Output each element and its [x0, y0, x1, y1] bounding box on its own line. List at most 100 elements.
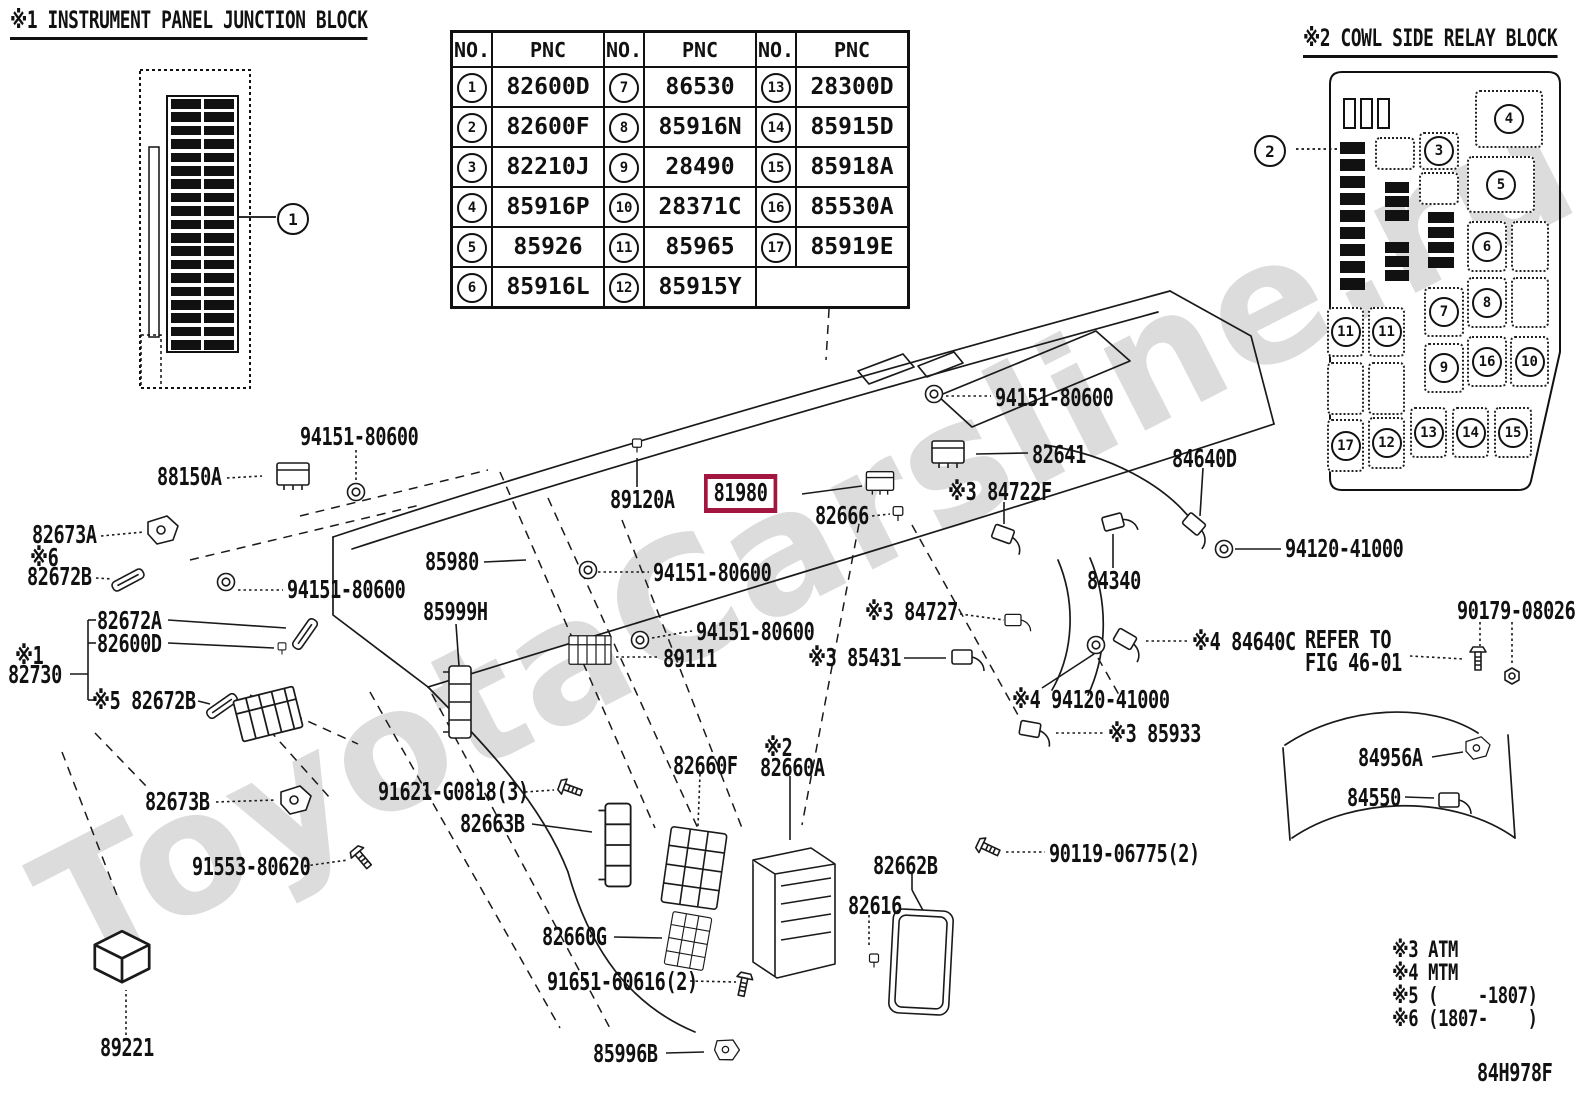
- part-label-85996B[interactable]: 85996B: [593, 1039, 658, 1068]
- part-label-82662B[interactable]: 82662B: [873, 851, 938, 880]
- relay-fuse: [1340, 261, 1365, 273]
- part-label--3-85431[interactable]: ※3 85431: [808, 643, 901, 672]
- row-number-badge: 8: [609, 112, 639, 143]
- part-label--4-84640C[interactable]: ※4 84640C: [1192, 627, 1296, 656]
- pnc-cell-85916N[interactable]: 85916N: [643, 106, 757, 148]
- pnc-no-cell-12: 12: [603, 266, 645, 309]
- part-label-84640D[interactable]: 84640D: [1172, 444, 1237, 473]
- pnc-cell-82600F[interactable]: 82600F: [491, 106, 605, 148]
- part-label-84956A[interactable]: 84956A: [1358, 743, 1423, 772]
- part-label-82660A[interactable]: 82660A: [760, 753, 825, 782]
- row-number-badge: 3: [457, 152, 487, 183]
- part-label-89111[interactable]: 89111: [663, 644, 717, 673]
- pnc-cell-28300D[interactable]: 28300D: [795, 66, 910, 108]
- part-label-90119-06775-2-[interactable]: 90119-06775(2): [1049, 839, 1200, 868]
- part-label-REFER-TO[interactable]: REFER TO: [1305, 625, 1392, 654]
- pnc-cell-28490[interactable]: 28490: [643, 146, 757, 188]
- holder-part-glyph: [442, 665, 472, 739]
- pnc-cell-85915Y[interactable]: 85915Y: [643, 266, 757, 309]
- part-label-91553-80620[interactable]: 91553-80620: [192, 852, 311, 881]
- part-label--1[interactable]: ※1: [15, 641, 44, 670]
- junction-fuse-cell: [171, 340, 201, 350]
- part-label-84340[interactable]: 84340: [1087, 566, 1141, 595]
- part-label-89221[interactable]: 89221: [100, 1033, 154, 1062]
- relay-cell-empty: [1511, 277, 1549, 328]
- relay-cell-number: 3: [1424, 136, 1454, 166]
- pnc-cell-85919E[interactable]: 85919E: [795, 226, 910, 268]
- part-label-82673A[interactable]: 82673A: [32, 520, 97, 549]
- row-number-badge: 13: [761, 72, 791, 103]
- part-label-89120A[interactable]: 89120A: [610, 485, 675, 514]
- part-label-94151-80600[interactable]: 94151-80600: [300, 422, 419, 451]
- relay-slot: [1360, 98, 1373, 129]
- pnc-cell-82210J[interactable]: 82210J: [491, 146, 605, 188]
- part-label-94120-41000[interactable]: 94120-41000: [1285, 534, 1404, 563]
- junction-fuse-cell: [171, 166, 201, 176]
- relay-fuse: [1428, 242, 1454, 253]
- part-label-82660G[interactable]: 82660G: [542, 922, 607, 951]
- row-number-badge: 11: [609, 232, 639, 263]
- pnc-cell-85916L[interactable]: 85916L: [491, 266, 605, 309]
- part-label-82600D[interactable]: 82600D: [97, 629, 162, 658]
- junction-fuse-cell: [204, 286, 234, 297]
- relay-cell-5: 5: [1467, 156, 1535, 213]
- part-label--2[interactable]: ※2: [764, 733, 793, 762]
- junction-fuse-cell: [171, 125, 201, 136]
- relay-cell-4: 4: [1475, 90, 1543, 148]
- part-label-90179-08026[interactable]: 90179-08026: [1457, 596, 1576, 625]
- part-label--4-94120-41000[interactable]: ※4 94120-41000: [1012, 685, 1170, 714]
- row-number-badge: 12: [609, 272, 639, 303]
- pnc-cell-28371C[interactable]: 28371C: [643, 186, 757, 228]
- part-label--3-85933[interactable]: ※3 85933: [1108, 719, 1201, 748]
- bolt-part-glyph: [1469, 646, 1487, 671]
- part-label-88150A[interactable]: 88150A: [157, 462, 222, 491]
- part-label--3-84727[interactable]: ※3 84727: [865, 597, 958, 626]
- pnc-cell-85915D[interactable]: 85915D: [795, 106, 910, 148]
- part-label-82616[interactable]: 82616: [848, 891, 902, 920]
- relay-cell-empty: [1419, 172, 1459, 205]
- junction-block-drawing: [139, 69, 276, 389]
- conn-part-glyph: [951, 649, 985, 672]
- part-label-82672B[interactable]: 82672B: [27, 562, 92, 591]
- pnc-cell-82600D[interactable]: 82600D: [491, 66, 605, 108]
- part-label-FIG-46-01[interactable]: FIG 46-01: [1305, 648, 1402, 677]
- pnc-cell-85965[interactable]: 85965: [643, 226, 757, 268]
- part-label-94151-80600[interactable]: 94151-80600: [995, 383, 1114, 412]
- part-label-82730[interactable]: 82730: [8, 660, 62, 689]
- pnc-cell-85916P[interactable]: 85916P: [491, 186, 605, 228]
- pnc-cell-85530A[interactable]: 85530A: [795, 186, 910, 228]
- part-label-81980-highlighted[interactable]: 81980: [704, 474, 778, 514]
- part-label--3-84722F[interactable]: ※3 84722F: [948, 477, 1052, 506]
- relay-cell-17: 17: [1327, 419, 1364, 472]
- part-label-82660F[interactable]: 82660F: [673, 751, 738, 780]
- pnc-no-cell-7: 7: [603, 66, 645, 108]
- pnc-cell-86530[interactable]: 86530: [643, 66, 757, 108]
- col-header-no: NO.: [755, 30, 797, 68]
- relay-cell-6: 6: [1467, 221, 1507, 272]
- part-label--6[interactable]: ※6: [30, 543, 59, 572]
- relay-cell-8: 8: [1467, 277, 1507, 328]
- pnc-no-cell-15: 15: [755, 146, 797, 188]
- part-label-91651-60616-2-[interactable]: 91651-60616(2): [547, 967, 698, 996]
- part-label-82666[interactable]: 82666: [815, 501, 869, 530]
- part-label-84550[interactable]: 84550: [1347, 783, 1401, 812]
- part-label-94151-80600[interactable]: 94151-80600: [287, 575, 406, 604]
- pnc-cell-85926[interactable]: 85926: [491, 226, 605, 268]
- relay-cell-number: 8: [1472, 287, 1502, 318]
- part-label-85999H[interactable]: 85999H: [423, 597, 488, 626]
- part-label-85980[interactable]: 85980: [425, 547, 479, 576]
- junction-fuse-cell: [171, 300, 201, 310]
- part-label-82672A[interactable]: 82672A: [97, 606, 162, 635]
- part-label-94151-80600[interactable]: 94151-80600: [696, 617, 815, 646]
- fusebox-part-glyph: [660, 825, 728, 911]
- junction-fuse-cell: [171, 313, 201, 323]
- part-label-82673B[interactable]: 82673B: [145, 787, 210, 816]
- bracket-part-glyph: [1465, 736, 1491, 760]
- part-label-82641[interactable]: 82641: [1032, 440, 1086, 469]
- part-label--5-82672B[interactable]: ※5 82672B: [92, 686, 196, 715]
- part-label-82663B[interactable]: 82663B: [460, 809, 525, 838]
- part-label-91621-G0818-3-[interactable]: 91621-G0818(3): [378, 777, 529, 806]
- part-label-94151-80600[interactable]: 94151-80600: [653, 558, 772, 587]
- pnc-cell-85918A[interactable]: 85918A: [795, 146, 910, 188]
